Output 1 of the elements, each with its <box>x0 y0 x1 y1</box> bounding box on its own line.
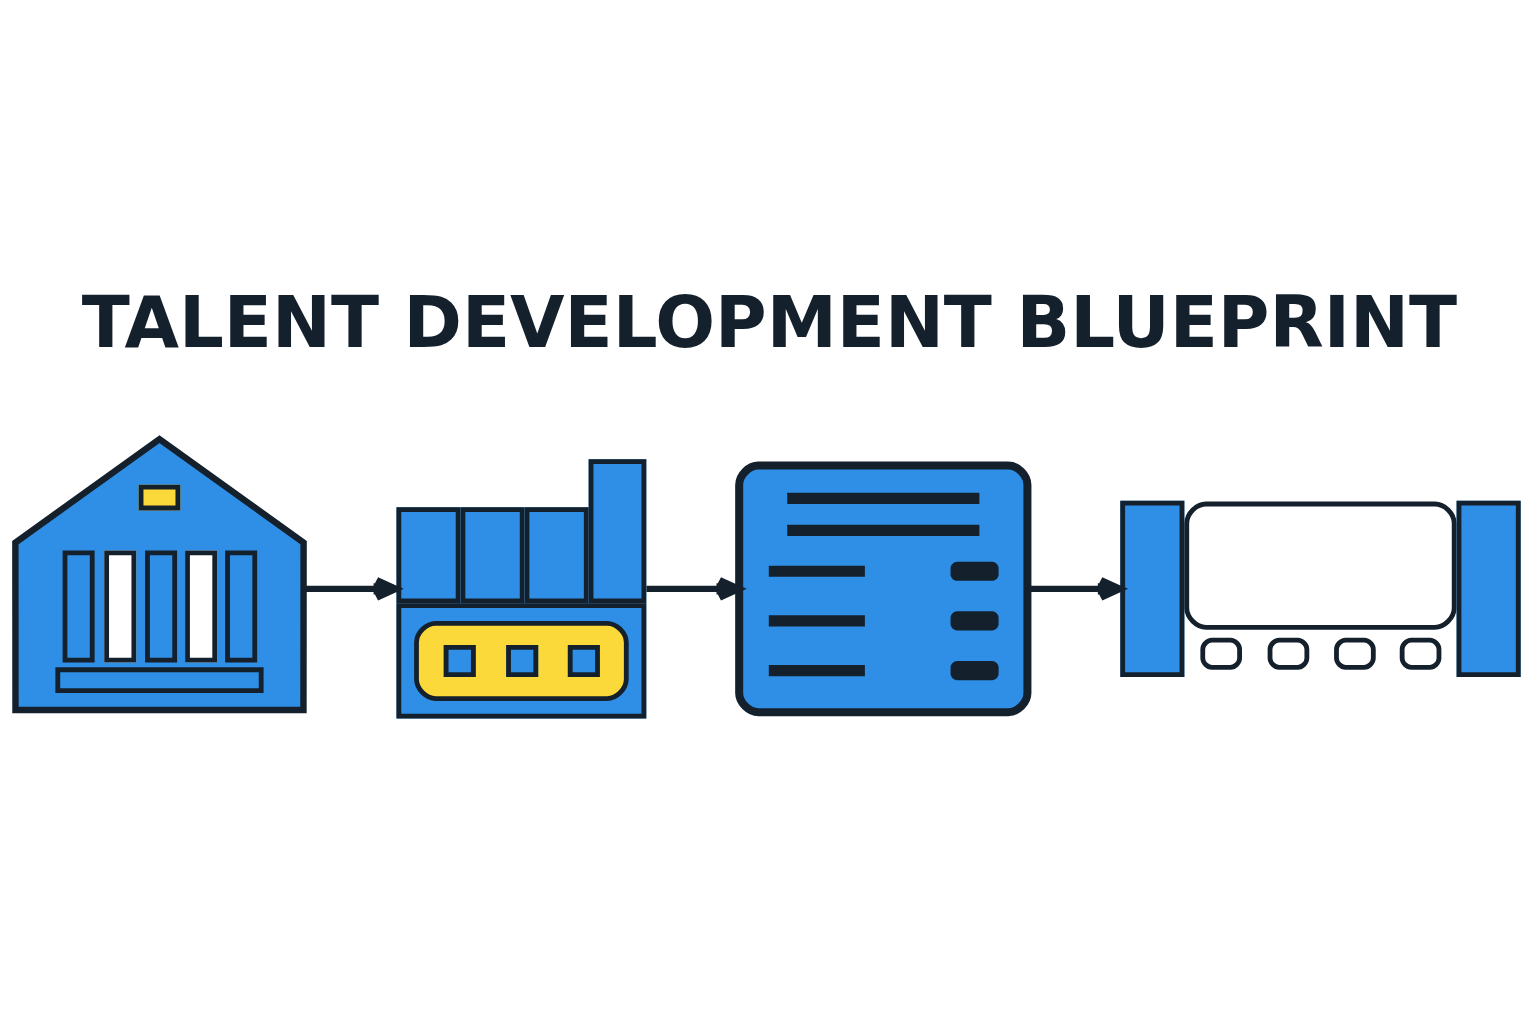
diagram-title: TALENT DEVELOPMENT BLUEPRINT <box>81 281 1457 364</box>
